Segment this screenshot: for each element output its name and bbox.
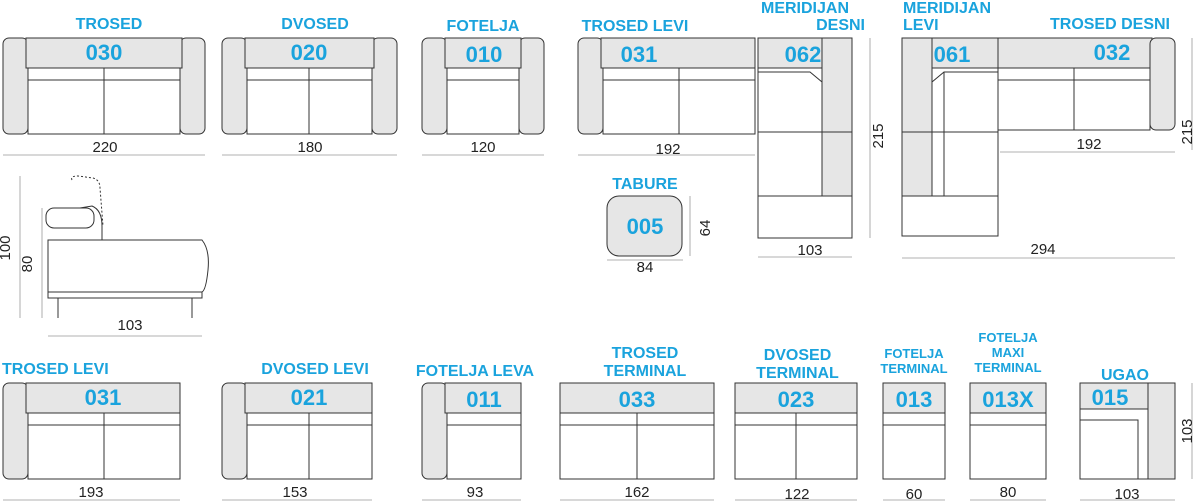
title-tabure: TABURE (612, 176, 678, 193)
title-trosed: TROSED (75, 16, 143, 33)
drawing-trosed-levi-031-top (577, 37, 756, 156)
dim-tabure-depth: 64 (697, 219, 714, 237)
drawing-trosed-desni-032 (997, 37, 1193, 153)
title-meridijan-desni-line2: DESNI (816, 17, 865, 34)
dim-combo-total: 294 (1030, 241, 1056, 258)
code-trosed: 030 (85, 40, 123, 65)
title-dvosed-terminal-line1: DVOSED (763, 347, 832, 364)
dim-fotelja-width: 120 (470, 139, 496, 156)
drawing-dvosed-020 (221, 37, 398, 156)
drawing-fotelja-leva-011 (421, 382, 522, 501)
drawing-trosed-030 (2, 37, 206, 156)
title-fotelja-leva: FOTELJA LEVA (415, 363, 535, 380)
dim-meridijan-desni-depth: 215 (870, 123, 887, 149)
title-fotelja-maxi-line2: MAXI (991, 345, 1025, 360)
title-dvosed-terminal-line2: TERMINAL (756, 365, 839, 382)
dim-trosed-desni-depth: 215 (1179, 119, 1196, 145)
dim-ugao-width: 103 (1114, 486, 1140, 503)
code-fotelja-terminal: 013 (895, 387, 933, 412)
drawing-tabure-005 (606, 195, 691, 261)
dim-fotelja-leva-width: 93 (466, 484, 484, 501)
title-ugao: UGAO (1101, 367, 1149, 384)
dim-trosed-desni-width: 192 (1076, 136, 1102, 153)
dim-trosed-terminal-width: 162 (624, 484, 650, 501)
dim-fotelja-terminal-width: 60 (905, 486, 923, 503)
drawing-meridijan-levi-061 (901, 37, 999, 237)
drawing-fotelja-010 (421, 37, 545, 156)
dim-side-depth: 103 (117, 317, 143, 334)
title-meridijan-levi-line2: LEVI (903, 17, 939, 34)
drawing-side-view (19, 175, 209, 337)
drawing-trosed-terminal-033 (559, 382, 715, 501)
dim-side-height-total: 100 (0, 235, 14, 261)
title-fotelja: FOTELJA (446, 18, 520, 35)
title-fotelja-terminal-line1: FOTELJA (884, 346, 944, 361)
dim-dvosed-terminal-width: 122 (784, 486, 810, 503)
dim-trosed-levi-width: 192 (655, 141, 681, 158)
drawing-meridijan-desni-062 (757, 37, 853, 258)
code-fotelja: 010 (465, 42, 503, 67)
title-fotelja-maxi-line1: FOTELJA (978, 330, 1038, 345)
code-dvosed-levi: 021 (290, 385, 328, 410)
title-meridijan-desni-line1: MERIDIJAN (760, 0, 849, 17)
drawing-fotelja-maxi-013x (969, 382, 1047, 501)
code-fotelja-maxi: 013X (982, 387, 1034, 412)
drawing-dvosed-terminal-023 (734, 382, 858, 501)
dim-tabure-width: 84 (636, 259, 654, 276)
code-trosed-levi: 031 (620, 42, 658, 67)
code-meridijan-levi: 061 (933, 42, 971, 67)
code-trosed-levi-2: 031 (84, 385, 122, 410)
title-meridijan-levi-line1: MERIDIJAN (903, 0, 992, 17)
code-meridijan-desni: 062 (784, 42, 822, 67)
title-dvosed: DVOSED (281, 16, 349, 33)
title-trosed-levi: TROSED LEVI (581, 18, 689, 35)
title-fotelja-maxi-line3: TERMINAL (974, 360, 1042, 375)
title-trosed-terminal-line2: TERMINAL (603, 363, 687, 380)
dim-ugao-depth: 103 (1179, 418, 1196, 444)
dim-trosed-width: 220 (92, 139, 118, 156)
code-dvosed: 020 (290, 40, 328, 65)
code-dvosed-terminal: 023 (777, 387, 815, 412)
code-trosed-terminal: 033 (618, 387, 656, 412)
drawing-fotelja-terminal-013 (882, 382, 946, 501)
code-ugao: 015 (1091, 385, 1129, 410)
title-fotelja-terminal-line2: TERMINAL (880, 361, 948, 376)
dim-side-height-back: 80 (19, 255, 36, 273)
drawing-dvosed-levi-021 (221, 382, 373, 501)
title-dvosed-levi: DVOSED LEVI (261, 361, 369, 378)
dim-meridijan-desni-width: 103 (797, 242, 823, 259)
dim-dvosed-levi-width: 153 (282, 484, 308, 501)
code-trosed-desni: 032 (1093, 40, 1131, 65)
title-trosed-terminal-line1: TROSED (611, 345, 679, 362)
title-trosed-levi-2: TROSED LEVI (2, 361, 109, 378)
drawing-trosed-levi-031-bottom (2, 382, 181, 501)
dim-fotelja-maxi-width: 80 (999, 484, 1017, 501)
title-trosed-desni: TROSED DESNI (1049, 16, 1170, 33)
code-fotelja-leva: 011 (466, 387, 502, 412)
dim-trosed-levi-2-width: 193 (78, 484, 104, 501)
code-tabure: 005 (626, 214, 664, 239)
drawing-ugao-015 (1079, 382, 1193, 501)
dim-dvosed-width: 180 (297, 139, 323, 156)
